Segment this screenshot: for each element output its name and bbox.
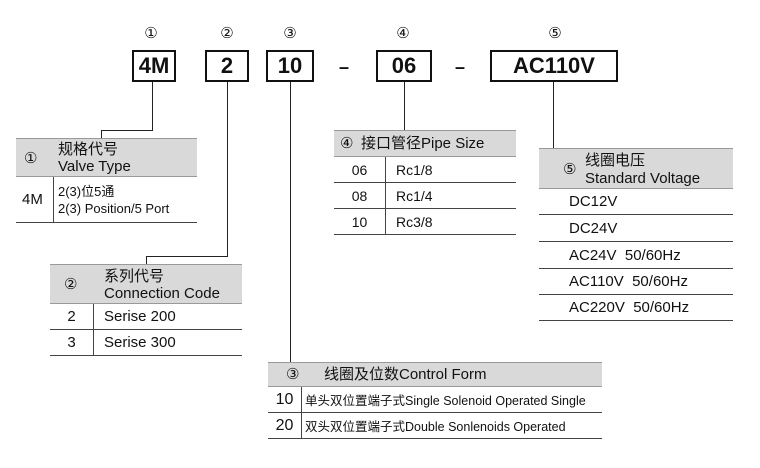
control-form-cell-code: 10 xyxy=(268,387,302,412)
control-form-row: 10 单头双位置端子式Single Solenoid Operated Sing… xyxy=(268,387,602,413)
valve-type-desc: 2(3)位5通 2(3) Position/5 Port xyxy=(54,177,169,222)
marker-4: ④ xyxy=(396,25,410,42)
valve-type-title-en: Valve Type xyxy=(58,158,131,175)
connector-line-3 xyxy=(290,82,291,362)
pipe-size-cell-value: Rc1/4 xyxy=(396,187,433,204)
pipe-size-cell-value: Rc3/8 xyxy=(396,213,433,230)
control-form-title: 线圈及位数Control Form xyxy=(324,366,487,383)
voltage-value: AC110V 50/60Hz xyxy=(569,273,688,290)
connection-code-cell-value: Serise 300 xyxy=(104,334,176,351)
valve-type-desc-en: 2(3) Position/5 Port xyxy=(58,200,170,216)
valve-type-marker: ① xyxy=(24,150,38,167)
marker-5: ⑤ xyxy=(548,25,562,42)
dash-separator: – xyxy=(455,57,466,77)
voltage-title-cn: 线圈电压 xyxy=(585,152,646,169)
control-form-header: ③ 线圈及位数Control Form xyxy=(268,362,602,387)
pipe-size-header: ④ 接口管径Pipe Size xyxy=(334,130,516,157)
connection-code-cell-code: 2 xyxy=(50,304,94,329)
pipe-size-row: 06 Rc1/8 xyxy=(334,157,516,183)
voltage-row: AC220V 50/60Hz xyxy=(539,295,733,321)
connection-code-row: 3 Serise 300 xyxy=(50,330,242,356)
valve-type-header: ① 规格代号 Valve Type xyxy=(16,138,197,177)
code-box-valve-type: 4M xyxy=(132,50,176,82)
connector-line-4 xyxy=(404,82,405,130)
connection-code-cell-code: 3 xyxy=(50,330,94,355)
pipe-size-row: 08 Rc1/4 xyxy=(334,183,516,209)
pipe-size-row: 10 Rc3/8 xyxy=(334,209,516,235)
marker-2: ② xyxy=(220,25,234,42)
connection-code-title-cn: 系列代号 xyxy=(104,268,165,285)
control-form-cell-code: 20 xyxy=(268,413,302,438)
valve-type-title-cn: 规格代号 xyxy=(58,141,119,158)
connector-line-1 xyxy=(101,130,153,131)
connector-line-2 xyxy=(227,82,228,256)
connection-code-cell-value: Serise 200 xyxy=(104,308,176,325)
connection-code-row: 2 Serise 200 xyxy=(50,304,242,330)
marker-3: ③ xyxy=(283,25,297,42)
voltage-value: DC12V xyxy=(569,193,618,210)
code-box-voltage: AC110V xyxy=(490,50,618,82)
voltage-value: AC24V 50/60Hz xyxy=(569,246,681,264)
pipe-size-cell-code: 10 xyxy=(334,209,386,234)
voltage-value: AC220V 50/60Hz xyxy=(569,299,690,316)
pipe-size-cell-code: 06 xyxy=(334,157,386,182)
voltage-marker: ⑤ xyxy=(563,161,577,178)
connection-code-header: ② 系列代号 Connection Code xyxy=(50,264,242,304)
control-form-marker: ③ xyxy=(286,366,300,383)
code-box-series: 2 xyxy=(205,50,249,82)
valve-type-row: 4M 2(3)位5通 2(3) Position/5 Port xyxy=(16,177,197,223)
voltage-row: AC24V 50/60Hz xyxy=(539,242,733,269)
connection-code-title-en: Connection Code xyxy=(104,285,220,302)
pipe-size-cell-value: Rc1/8 xyxy=(396,161,433,178)
pipe-size-cell-code: 08 xyxy=(334,183,386,208)
connector-line-2 xyxy=(146,256,228,257)
voltage-header: ⑤ 线圈电压 Standard Voltage xyxy=(539,148,733,189)
connector-line-2 xyxy=(146,256,147,264)
voltage-title-en: Standard Voltage xyxy=(585,170,701,187)
connector-line-1 xyxy=(101,130,102,138)
voltage-value: DC24V xyxy=(569,219,618,237)
voltage-row: AC110V 50/60Hz xyxy=(539,269,733,295)
connector-line-5 xyxy=(553,82,554,148)
control-form-cell-value: 单头双位置端子式Single Solenoid Operated Single xyxy=(305,394,586,408)
control-form-row: 20 双头双位置端子式Double Sonlenoids Operated xyxy=(268,413,602,439)
connection-code-marker: ② xyxy=(64,276,78,293)
connector-line-1 xyxy=(152,82,153,130)
valve-type-code: 4M xyxy=(16,177,54,222)
voltage-row: DC12V xyxy=(539,189,733,215)
control-form-cell-value: 双头双位置端子式Double Sonlenoids Operated xyxy=(305,420,566,434)
valve-type-desc-cn: 2(3)位5通 xyxy=(58,183,115,199)
dash-separator: – xyxy=(339,57,350,77)
code-box-control-form: 10 xyxy=(266,50,314,82)
pipe-size-marker: ④ xyxy=(340,135,354,152)
marker-1: ① xyxy=(144,25,158,42)
pipe-size-title: 接口管径Pipe Size xyxy=(361,135,485,152)
code-box-pipe-size: 06 xyxy=(376,50,432,82)
voltage-row: DC24V xyxy=(539,215,733,242)
